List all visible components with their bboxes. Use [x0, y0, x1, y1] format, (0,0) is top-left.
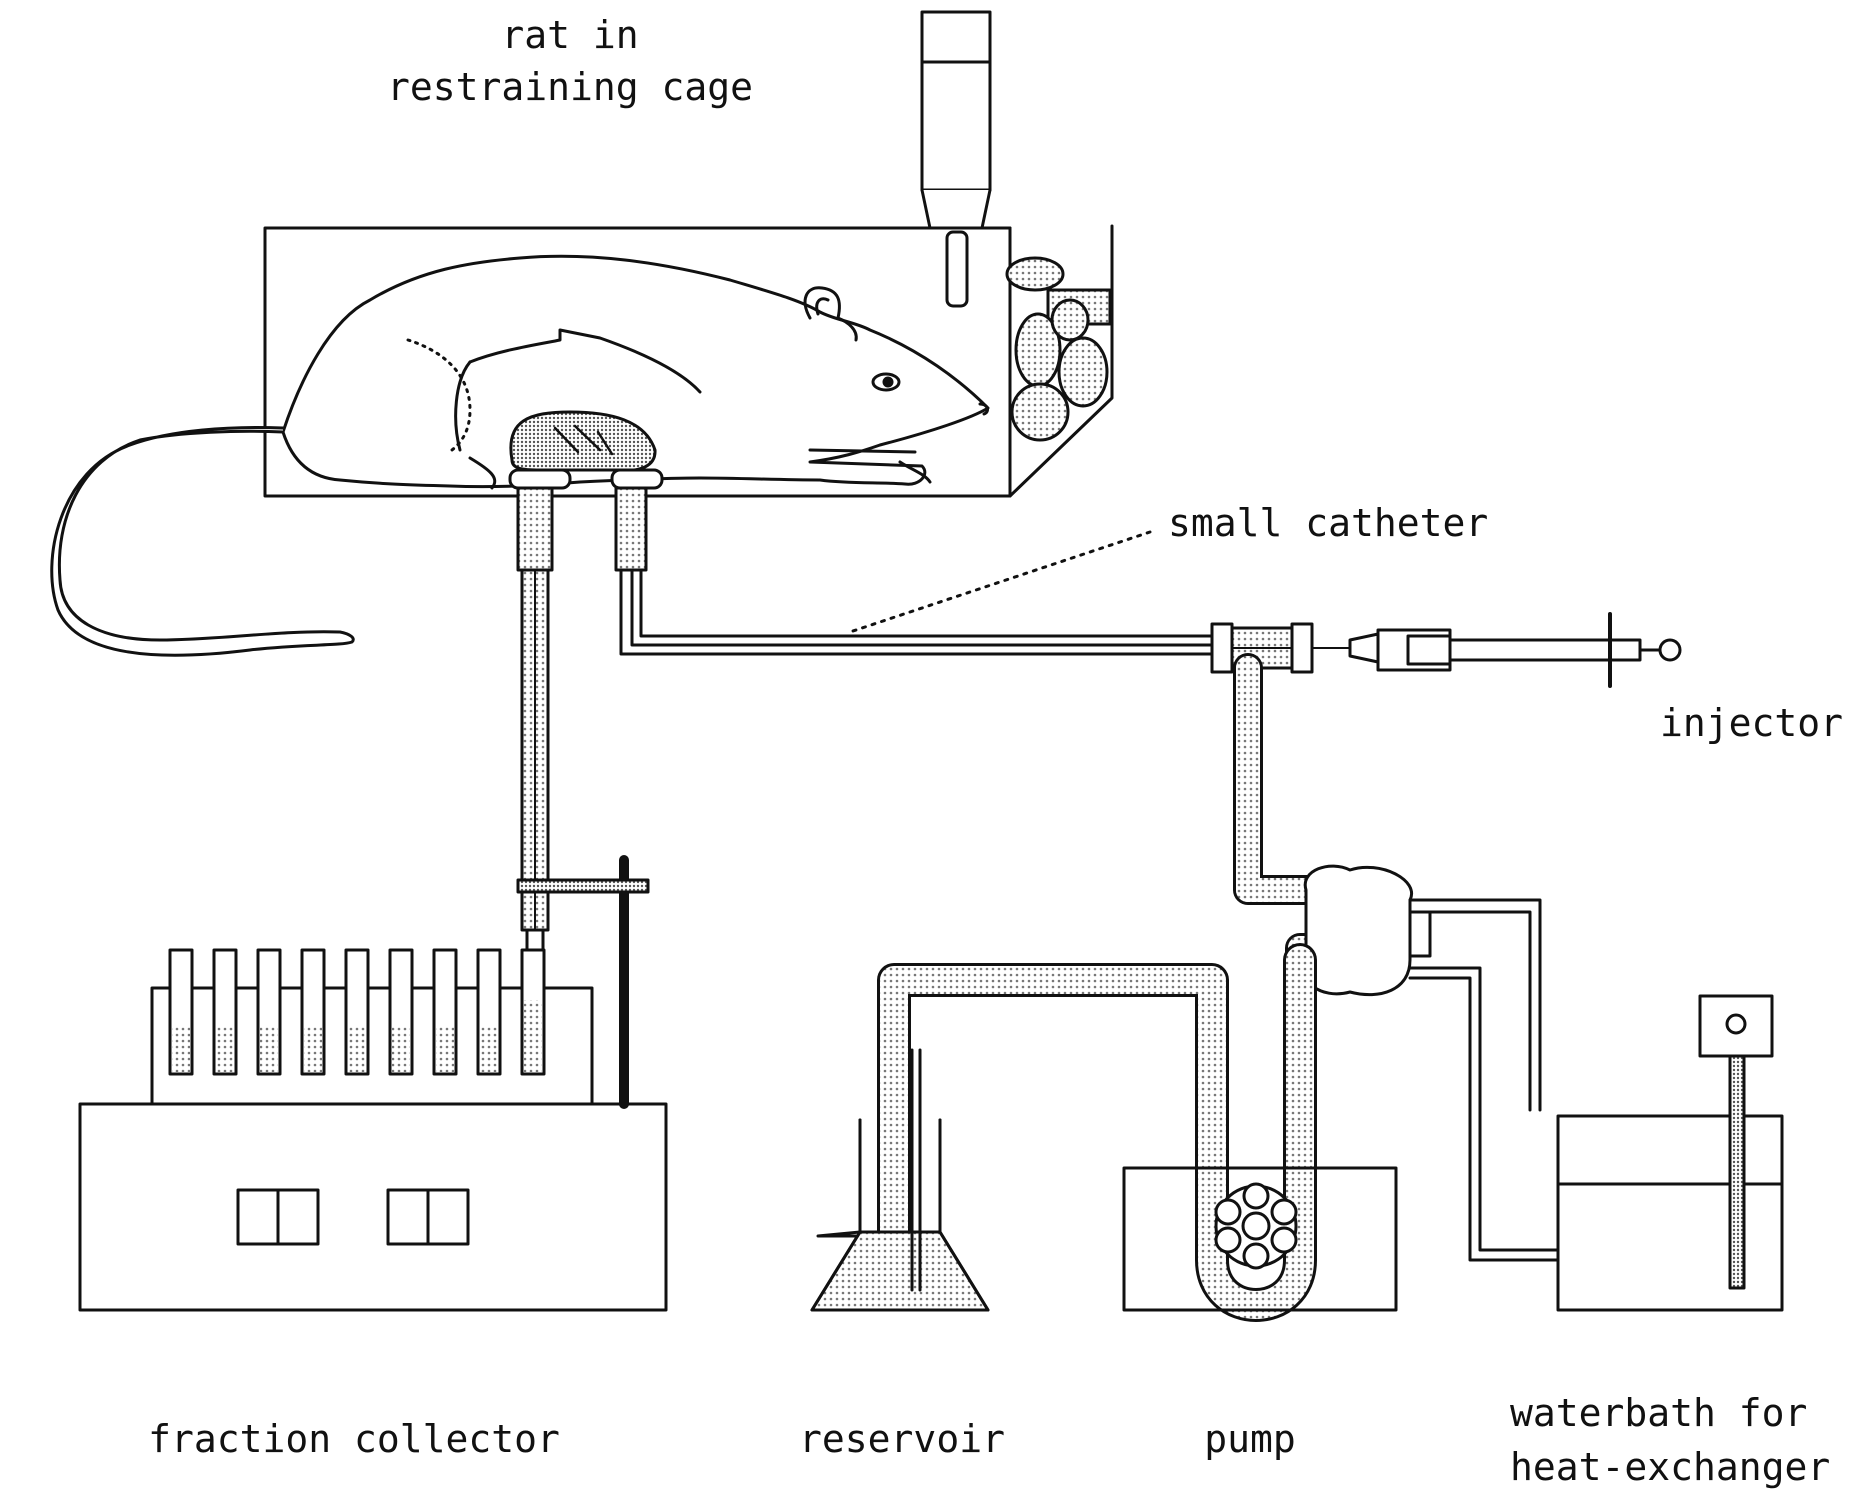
collection-tube	[168, 948, 194, 1076]
collection-tube	[388, 948, 414, 1076]
waterbath	[1556, 994, 1784, 1312]
collection-tube	[432, 948, 458, 1076]
cannula-ports	[508, 468, 664, 572]
water-bottle	[920, 10, 992, 308]
fraction-collector	[78, 855, 668, 1312]
label-fraction-collector: fraction collector	[148, 1417, 560, 1461]
injector-syringe	[1348, 612, 1682, 688]
pump-rotor	[1214, 1182, 1298, 1270]
label-rat-line2: restraining cage	[387, 65, 753, 109]
label-rat-line1: rat in	[501, 13, 638, 57]
collection-tube	[212, 948, 238, 1076]
label-pump: pump	[1204, 1417, 1296, 1461]
label-reservoir: reservoir	[799, 1417, 1005, 1461]
collection-tube	[300, 948, 326, 1076]
inflow-tubing	[619, 568, 1214, 656]
circulation-tube	[877, 943, 1317, 1322]
rat-tail	[50, 426, 355, 657]
pump-housing	[1122, 1166, 1398, 1312]
outflow-tube	[520, 568, 550, 952]
labels: rat in restraining cage small catheter i…	[148, 13, 1843, 1489]
label-injector: injector	[1660, 701, 1843, 745]
label-waterbath-line1: waterbath for	[1510, 1391, 1807, 1435]
collection-tube	[476, 948, 502, 1076]
heat-exchanger-bulb	[1302, 864, 1560, 1262]
collection-tube	[256, 948, 282, 1076]
collection-tube	[520, 948, 546, 1076]
small-catheter-pointer	[848, 530, 1152, 634]
reservoir-flask	[810, 1048, 990, 1312]
rat-illustration	[281, 254, 990, 490]
collection-tubes	[168, 948, 546, 1076]
collection-tube	[344, 948, 370, 1076]
junction-connector	[1210, 622, 1351, 674]
label-waterbath-line2: heat-exchanger	[1510, 1445, 1830, 1489]
label-small-catheter: small catheter	[1168, 501, 1488, 545]
